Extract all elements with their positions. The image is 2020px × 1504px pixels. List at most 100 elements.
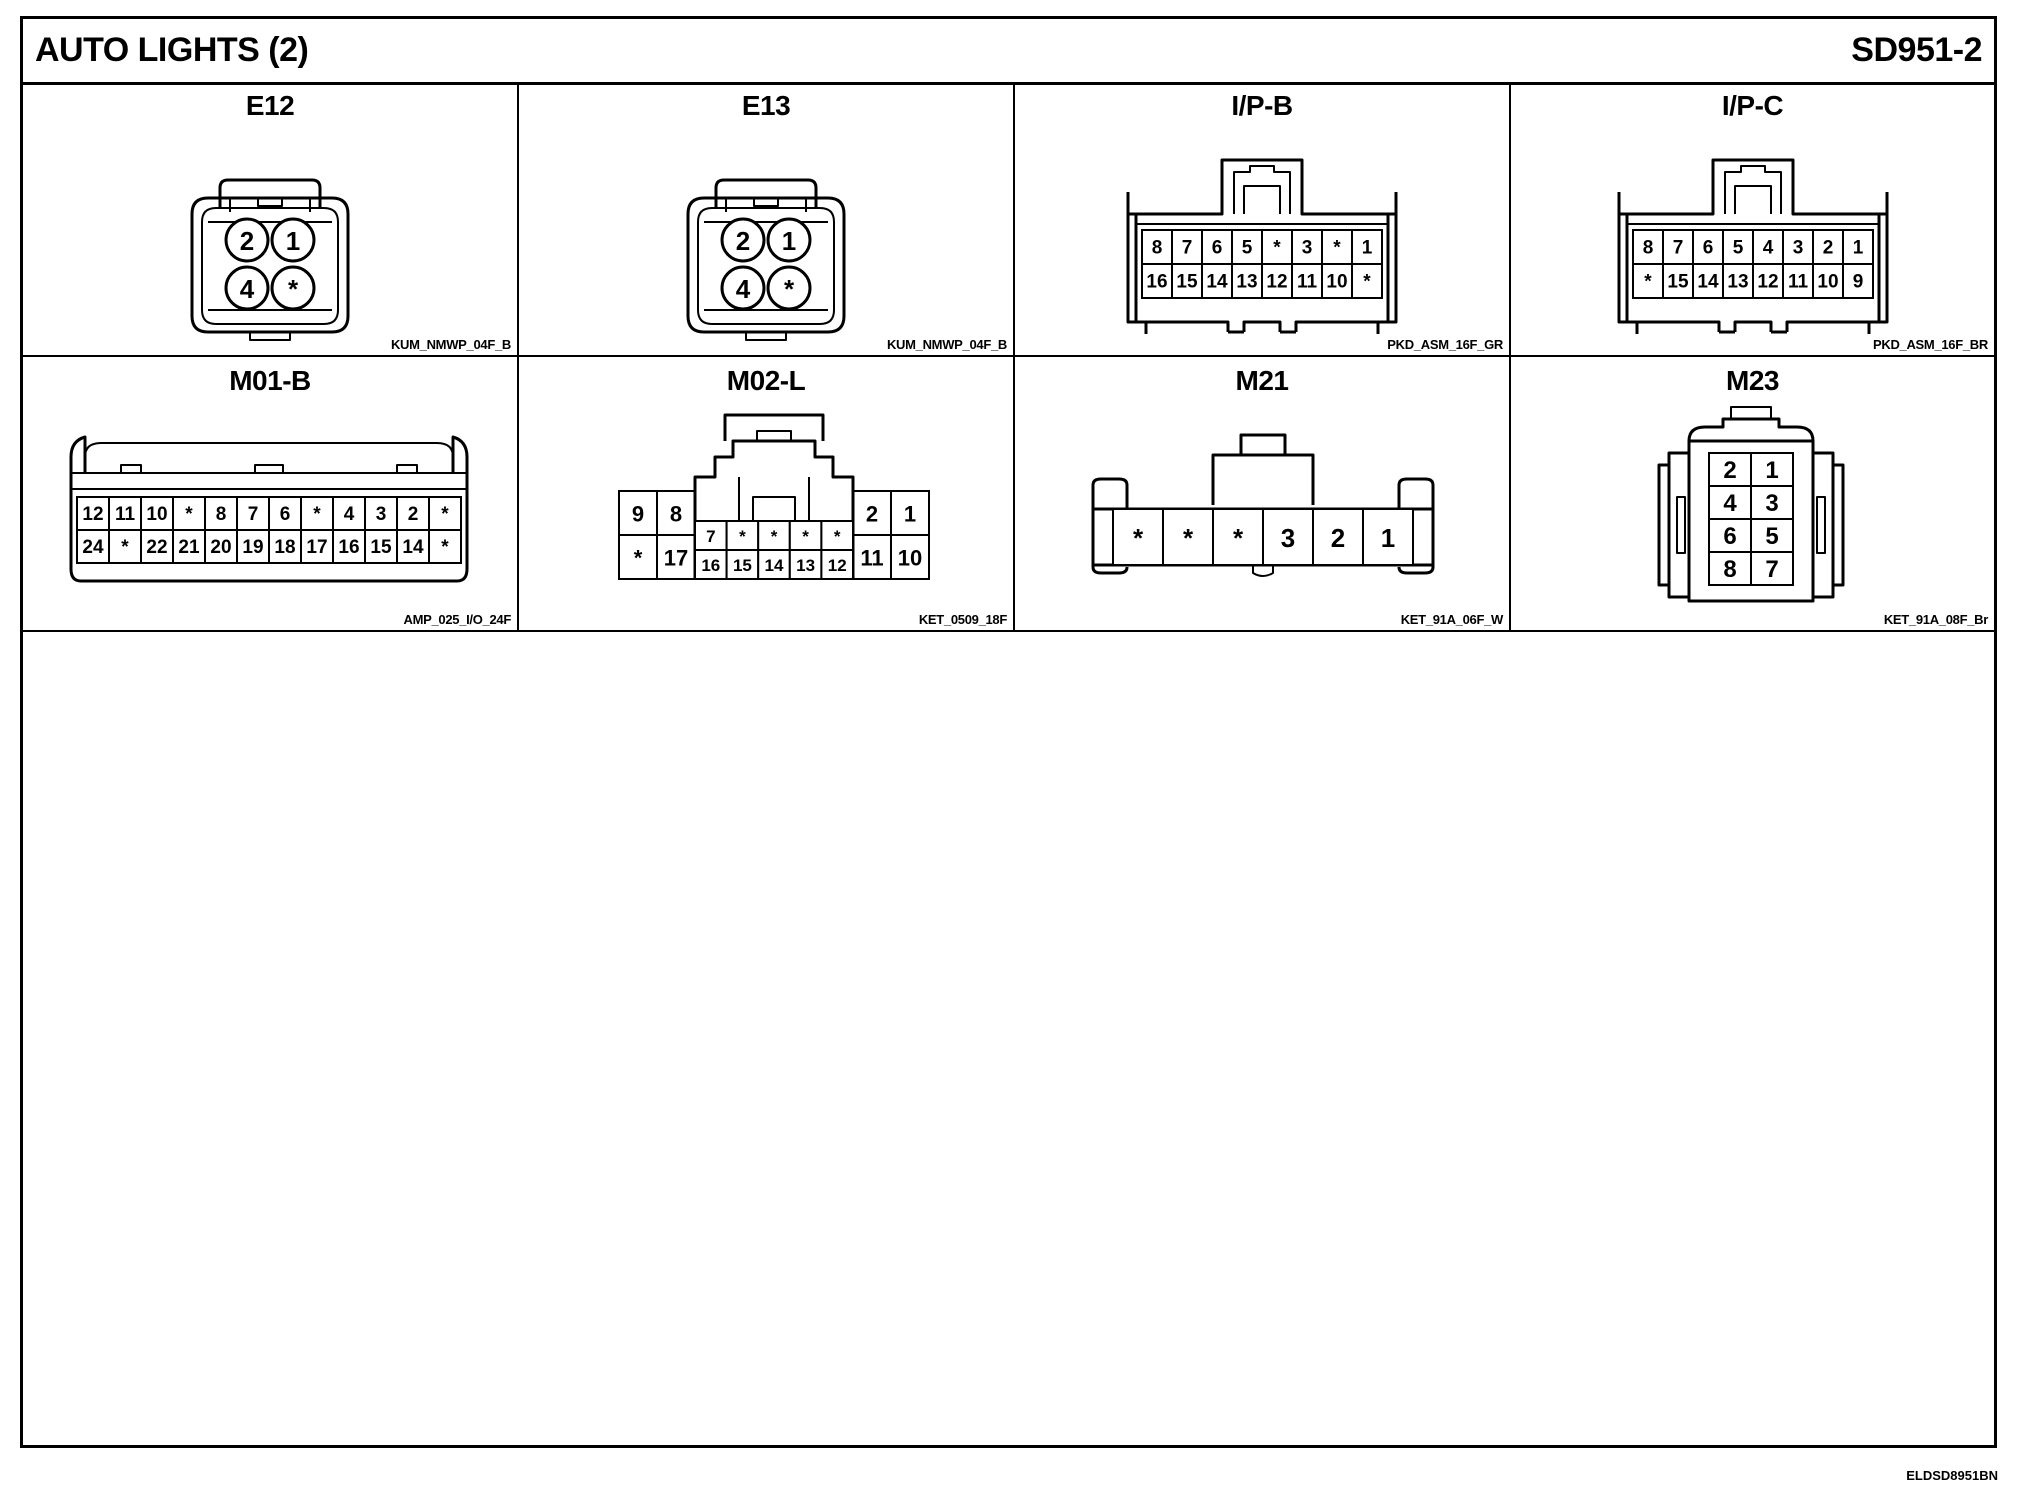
housing-outline: [1734, 185, 1772, 214]
housing-outline: [1676, 496, 1826, 554]
housing-outline: [725, 197, 807, 212]
pin-cell: [1750, 452, 1794, 487]
pin-label: *: [1363, 272, 1371, 293]
pin-label: 8: [1152, 238, 1163, 259]
pin-label: 10: [146, 504, 167, 525]
pin-label: 10: [898, 546, 922, 571]
pin-label: 2: [408, 504, 419, 525]
pin-label: 8: [1723, 556, 1736, 583]
housing-outline: [697, 207, 835, 325]
pin-label: 5: [1765, 523, 1778, 550]
housing-outline: [120, 464, 418, 473]
connector-part-code: PKD_ASM_16F_BR: [1872, 337, 1988, 352]
pin-label: *: [1183, 523, 1194, 553]
pin-label: 13: [796, 556, 815, 575]
housing-outline: [190, 196, 350, 334]
pin-label: 7: [1765, 556, 1778, 583]
pin-label: 7: [1673, 238, 1684, 259]
pin-label: 6: [1212, 238, 1223, 259]
housing-outline: [1627, 320, 1879, 332]
pin-label: 14: [1697, 272, 1719, 293]
pin-cell: [1231, 229, 1263, 265]
pin-cell: [1722, 263, 1754, 299]
pin-label: 9: [1853, 272, 1864, 293]
pin-label: 3: [376, 504, 387, 525]
pin-cell: [364, 529, 398, 564]
housing-outline: [1136, 158, 1388, 216]
pin-label: 14: [402, 537, 424, 558]
pin-label: *: [1644, 272, 1652, 293]
pin-label: 1: [1853, 238, 1864, 259]
pin-cell: [720, 265, 766, 311]
pin-cell: [268, 529, 302, 564]
pin-cell: [1212, 508, 1264, 566]
housing-outline: [69, 568, 469, 583]
pin-label: *: [1233, 523, 1244, 553]
pin-label: 4: [1723, 490, 1737, 517]
connector-part-code: KET_91A_08F_Br: [1883, 612, 1988, 627]
pin-cell: [76, 529, 110, 564]
pin-label: 12: [1757, 272, 1778, 293]
pin-label: 10: [1817, 272, 1838, 293]
connector-name: E12: [245, 90, 295, 121]
pin-label: 10: [1326, 272, 1347, 293]
pin-label: 19: [242, 537, 263, 558]
pin-cell: [270, 265, 316, 311]
pin-cell: [1750, 551, 1794, 586]
connector-name: M21: [1235, 365, 1289, 396]
pin-label: 7: [1182, 238, 1193, 259]
pin-label: 22: [146, 537, 167, 558]
pin-cell: [1351, 263, 1383, 299]
pin-label: *: [784, 274, 795, 304]
pin-cell: [720, 217, 766, 263]
housing-outline: [1386, 192, 1398, 324]
connector-part-code: KUM_NMWP_04F_B: [886, 337, 1007, 352]
pin-cell: [1262, 508, 1314, 566]
pin-cell: [788, 549, 823, 580]
pin-label: 15: [1667, 272, 1689, 293]
pin-label: 13: [1236, 272, 1257, 293]
pin-label: 9: [632, 502, 644, 527]
pin-label: 1: [904, 502, 916, 527]
pin-label: 15: [1176, 272, 1198, 293]
pin-cell: [224, 265, 270, 311]
pin-label: 1: [1765, 457, 1778, 484]
housing-outline: [69, 435, 87, 569]
housing-outline: [1657, 451, 1689, 599]
pin-label: *: [288, 274, 299, 304]
connector-part-code: KET_91A_06F_W: [1400, 612, 1504, 627]
pin-label: 8: [670, 502, 682, 527]
connector-name: I/P-B: [1231, 90, 1293, 121]
pin-label: 3: [1302, 238, 1313, 259]
housing-outline: [84, 442, 454, 458]
housing-outline: [756, 430, 792, 441]
pin-cell: [270, 217, 316, 263]
housing-outline: [1239, 433, 1287, 455]
pin-label: 4: [344, 504, 355, 525]
pin-label: *: [441, 504, 449, 525]
pin-label: *: [313, 504, 321, 525]
connector-name: I/P-C: [1721, 90, 1784, 121]
pin-cell: [76, 496, 110, 531]
pin-label: 16: [338, 537, 359, 558]
connector-part-code: AMP_025_I/O_24F: [403, 612, 511, 627]
pin-label: 17: [306, 537, 327, 558]
pin-label: 16: [701, 556, 720, 575]
pin-cell: [766, 217, 812, 263]
housing-outline: [1397, 477, 1435, 509]
pin-label: 2: [1723, 457, 1736, 484]
housing-outline: [738, 477, 810, 525]
title-bar: AUTO LIGHTS (2) SD951-2: [23, 19, 1994, 85]
housing-outline: [1211, 453, 1315, 505]
pin-cell: [1351, 229, 1383, 265]
pin-cell: [766, 265, 812, 311]
pin-label: 13: [1727, 272, 1748, 293]
